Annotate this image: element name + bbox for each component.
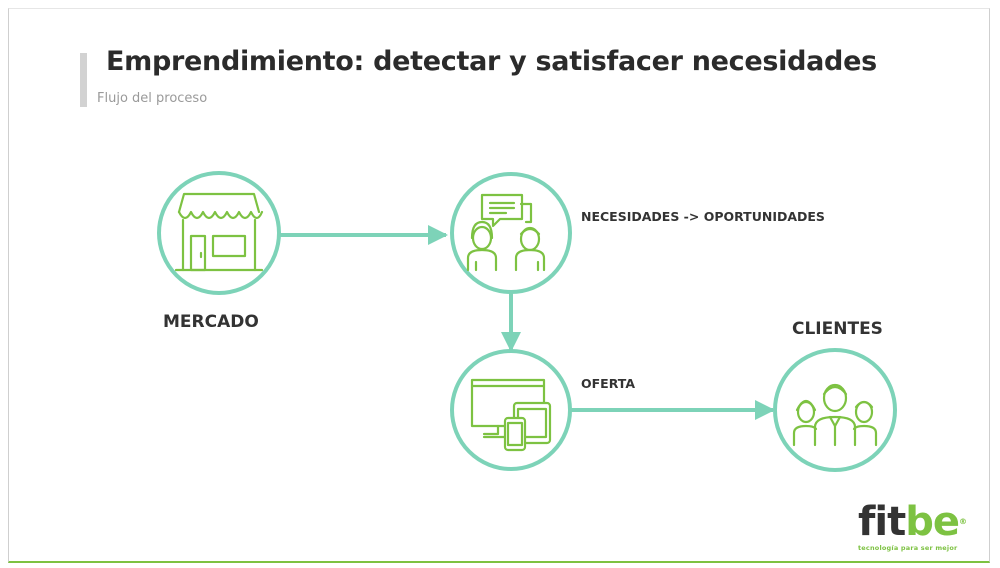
logo-tagline: tecnología para ser mejor	[858, 544, 958, 552]
storefront-icon	[174, 192, 264, 272]
registered-mark: ®	[959, 517, 967, 526]
fitbe-logo: fitbe® tecnología para ser mejor	[858, 499, 967, 552]
logo-wordmark: fitbe®	[858, 499, 967, 545]
devices-icon	[470, 378, 552, 452]
people-conversation-icon	[466, 193, 546, 272]
logo-fit-text: fit	[858, 499, 906, 545]
title-accent-bar	[80, 53, 87, 107]
node-label-clientes: CLIENTES	[792, 319, 883, 339]
node-label-mercado: MERCADO	[163, 312, 259, 332]
node-label-necesidades: NECESIDADES -> OPORTUNIDADES	[581, 209, 825, 224]
customers-group-icon	[792, 383, 878, 447]
node-circle-necesidades	[450, 172, 572, 294]
logo-be-text: be	[905, 499, 960, 545]
node-label-oferta: OFERTA	[581, 376, 635, 391]
slide-subtitle: Flujo del proceso	[97, 91, 208, 106]
node-circle-oferta	[450, 349, 572, 471]
slide-title: Emprendimiento: detectar y satisfacer ne…	[106, 46, 877, 77]
slide-frame	[8, 8, 990, 563]
node-circle-mercado	[157, 171, 281, 295]
